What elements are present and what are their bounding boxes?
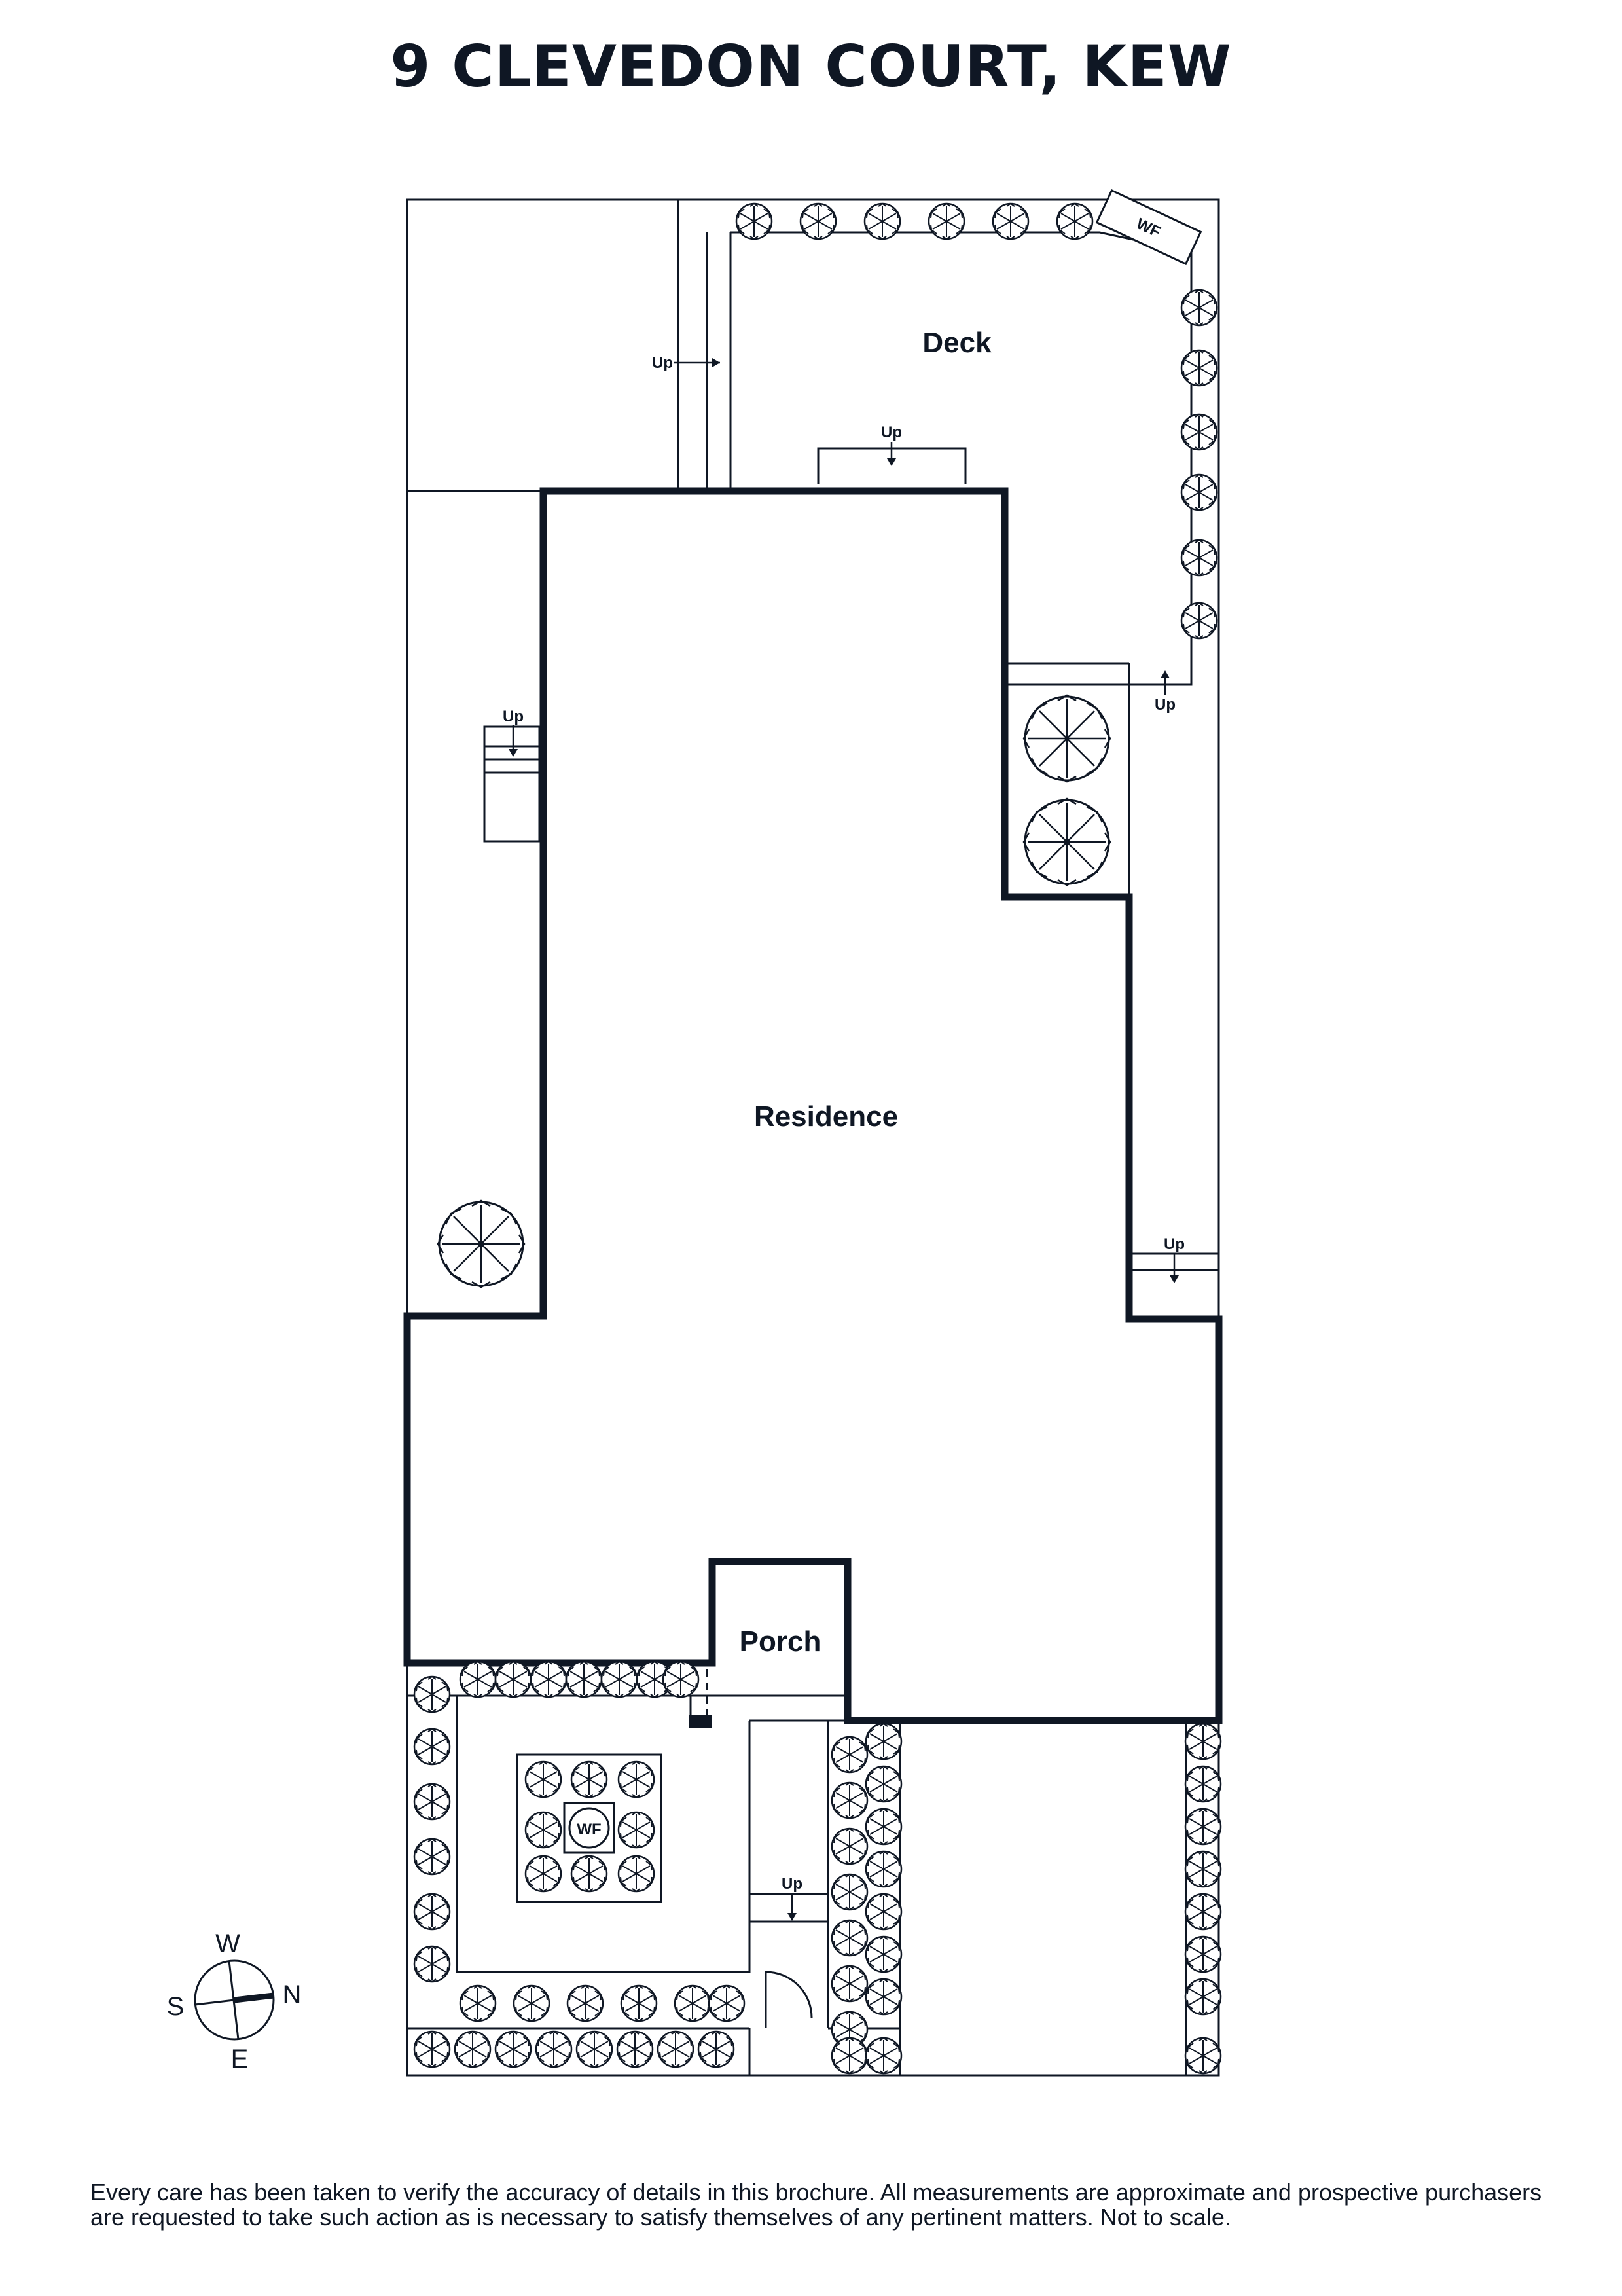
residence-label: Residence — [754, 1101, 898, 1133]
page-title: 9 CLEVEDON COURT, KEW — [390, 33, 1232, 100]
compass-east: E — [231, 2045, 249, 2073]
left-steps — [483, 725, 541, 843]
porch-label: Porch — [740, 1626, 821, 1658]
deck-water-feature-box: WF — [1095, 189, 1202, 266]
up-label-front-path: Up — [782, 1875, 802, 1893]
deck-area: WF — [730, 189, 1202, 897]
compass: W N S E — [167, 1929, 302, 2073]
step-indicators: Up Up Up Up Up Up — [503, 354, 1185, 1921]
up-label-right-side: Up — [1164, 1235, 1185, 1253]
up-label-deck-left: Up — [652, 354, 673, 372]
up-label-left-side: Up — [503, 708, 524, 725]
compass-west: W — [215, 1929, 240, 1958]
up-label-deck-centre: Up — [881, 424, 902, 441]
compass-south: S — [167, 1992, 185, 2021]
site-boundary — [406, 198, 1220, 2077]
deck-label: Deck — [922, 327, 992, 359]
disclaimer: Every care has been taken to verify the … — [90, 2179, 1542, 2231]
garden-water-feature-label: WF — [577, 1821, 601, 1838]
compass-north: N — [283, 1980, 302, 2009]
up-label-deck-right: Up — [1155, 696, 1176, 714]
